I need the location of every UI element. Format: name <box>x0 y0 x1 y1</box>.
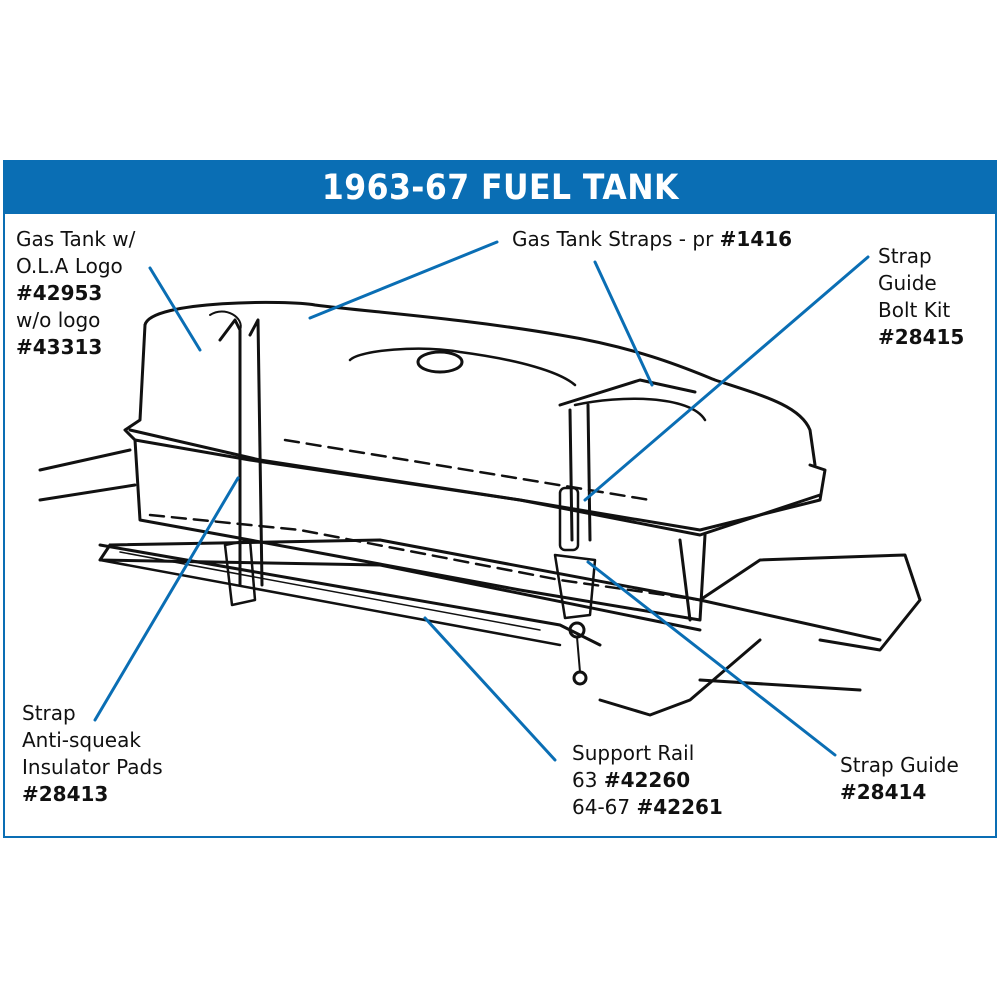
label-insulator-pads: Strap Anti-squeak Insulator Pads #28413 <box>22 701 163 806</box>
leader-strap-guide <box>586 560 837 757</box>
gas-tank <box>123 300 827 622</box>
part-number-straps: #1416 <box>719 227 793 251</box>
strap-guide-hardware <box>553 486 597 686</box>
page-title: 1963-67 FUEL TANK <box>321 168 679 208</box>
label-gas-tank-straps: Gas Tank Straps - pr #1416 <box>512 227 793 251</box>
leader-gas-tank <box>148 266 202 352</box>
part-number-gas-tank-no-logo: #43313 <box>16 335 103 359</box>
part-number-bolt-kit: #28415 <box>878 325 965 349</box>
part-number-support-rail-63: #42260 <box>603 768 691 792</box>
label-support-rail: Support Rail 63 #42260 64-67 #42261 <box>572 741 723 819</box>
label-strap-guide-bolt-kit: Strap Guide Bolt Kit #28415 <box>878 244 965 349</box>
part-number-support-rail-64-67: #42261 <box>636 795 723 819</box>
label-strap-guide: Strap Guide #28414 <box>840 753 959 804</box>
leader-straps-left <box>308 240 499 320</box>
leader-insulator-pads <box>93 476 240 722</box>
leader-bolt-kit <box>583 255 870 502</box>
label-gas-tank: Gas Tank w/ O.L.A Logo #42953 w/o logo #… <box>16 227 136 359</box>
part-number-strap-guide: #28414 <box>840 780 927 804</box>
part-number-gas-tank-logo: #42953 <box>16 281 103 305</box>
leader-support-rail <box>423 616 557 762</box>
diagram-panel: 1963-67 FUEL TANK <box>3 160 997 838</box>
gas-tank-straps <box>218 318 697 607</box>
leader-straps-right <box>593 260 654 387</box>
title-bar: 1963-67 FUEL TANK <box>5 162 995 214</box>
part-number-insulator-pads: #28413 <box>22 782 109 806</box>
